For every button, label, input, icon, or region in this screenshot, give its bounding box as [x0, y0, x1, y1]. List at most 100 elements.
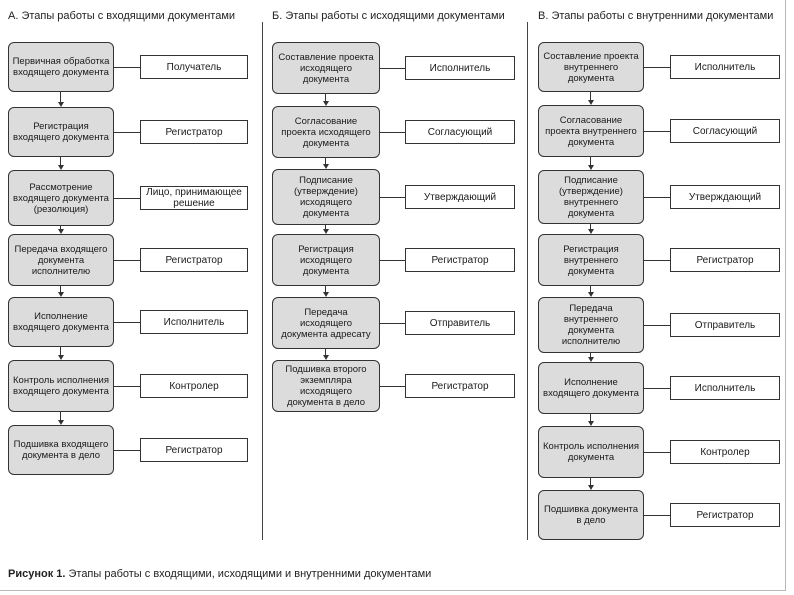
- column-title: В. Этапы работы с внутренними документам…: [538, 10, 774, 22]
- role-box: Отправитель: [670, 313, 780, 337]
- role-connector: [114, 132, 140, 133]
- arrow-shaft: [60, 92, 61, 102]
- arrow-head: [588, 421, 594, 426]
- process-step: Передача входящего документа исполнителю: [8, 234, 114, 286]
- role-box: Утверждающий: [670, 185, 780, 209]
- role-box: Согласующий: [670, 119, 780, 143]
- role-connector: [114, 260, 140, 261]
- role-connector: [644, 515, 670, 516]
- arrow-shaft: [325, 286, 326, 292]
- process-step: Исполнение входящего документа: [538, 362, 644, 414]
- role-connector: [380, 132, 405, 133]
- figure-caption: Рисунок 1. Этапы работы с входящими, исх…: [8, 568, 431, 580]
- arrow-shaft: [325, 225, 326, 229]
- role-connector: [380, 197, 405, 198]
- process-step: Подписание (утверждение) внутреннего док…: [538, 170, 644, 224]
- role-box: Утверждающий: [405, 185, 515, 209]
- process-step: Контроль исполнения входящего документа: [8, 360, 114, 412]
- process-step: Подписание (утверждение) исходящего доку…: [272, 169, 380, 225]
- flow-arrow: [323, 349, 329, 360]
- role-box: Регистратор: [140, 248, 248, 272]
- role-box: Лицо, принимающее решение: [140, 186, 248, 210]
- role-connector: [380, 68, 405, 69]
- arrow-head: [323, 292, 329, 297]
- flow-arrow: [588, 92, 594, 105]
- role-connector: [380, 386, 405, 387]
- frame-bottom-border: [0, 590, 786, 591]
- arrow-shaft: [325, 158, 326, 164]
- arrow-head: [58, 229, 64, 234]
- role-box: Регистратор: [670, 503, 780, 527]
- role-box: Исполнитель: [670, 376, 780, 400]
- arrow-shaft: [325, 94, 326, 101]
- role-box: Регистратор: [405, 248, 515, 272]
- column-title: Б. Этапы работы с исходящими документами: [272, 10, 505, 22]
- process-step: Контроль исполнения документа: [538, 426, 644, 478]
- role-box: Получатель: [140, 55, 248, 79]
- process-step: Согласование проекта внутреннего докумен…: [538, 105, 644, 157]
- flow-arrow: [588, 353, 594, 362]
- arrow-head: [323, 355, 329, 360]
- process-step: Подшивка документа в дело: [538, 490, 644, 540]
- role-connector: [644, 260, 670, 261]
- process-step: Исполнение входящего документа: [8, 297, 114, 347]
- flow-arrow: [323, 225, 329, 234]
- arrow-shaft: [60, 157, 61, 165]
- role-connector: [114, 67, 140, 68]
- arrow-head: [588, 485, 594, 490]
- flow-arrow: [323, 286, 329, 297]
- role-connector: [114, 450, 140, 451]
- arrow-shaft: [60, 286, 61, 292]
- process-step: Регистрация входящего документа: [8, 107, 114, 157]
- process-step: Составление проекта исходящего документа: [272, 42, 380, 94]
- role-box: Регистратор: [140, 438, 248, 462]
- role-box: Исполнитель: [140, 310, 248, 334]
- arrow-head: [58, 420, 64, 425]
- role-connector: [380, 323, 405, 324]
- arrow-shaft: [590, 224, 591, 229]
- process-step: Передача исходящего документа адресату: [272, 297, 380, 349]
- flow-arrow: [588, 157, 594, 170]
- arrow-head: [58, 355, 64, 360]
- arrow-shaft: [590, 286, 591, 292]
- arrow-head: [588, 292, 594, 297]
- process-step: Подшивка второго экземпляра исходящего д…: [272, 360, 380, 412]
- flow-arrow: [323, 158, 329, 169]
- role-box: Контролер: [670, 440, 780, 464]
- process-step: Составление проекта внутреннего документ…: [538, 42, 644, 92]
- role-connector: [380, 260, 405, 261]
- arrow-shaft: [590, 414, 591, 421]
- arrow-shaft: [590, 157, 591, 165]
- arrow-head: [58, 165, 64, 170]
- arrow-shaft: [325, 349, 326, 355]
- arrow-head: [588, 229, 594, 234]
- role-box: Регистратор: [140, 120, 248, 144]
- role-connector: [644, 67, 670, 68]
- flow-arrow: [588, 414, 594, 426]
- role-connector: [114, 198, 140, 199]
- column-separator: [262, 22, 263, 540]
- arrow-head: [588, 100, 594, 105]
- process-step: Первичная обработка входящего документа: [8, 42, 114, 92]
- arrow-shaft: [590, 92, 591, 100]
- role-connector: [644, 325, 670, 326]
- flow-arrow: [323, 94, 329, 106]
- arrow-shaft: [60, 412, 61, 420]
- role-box: Контролер: [140, 374, 248, 398]
- arrow-shaft: [60, 226, 61, 229]
- role-box: Исполнитель: [405, 56, 515, 80]
- process-step: Передача внутреннего документа исполните…: [538, 297, 644, 353]
- process-step: Регистрация внутреннего документа: [538, 234, 644, 286]
- role-box: Исполнитель: [670, 55, 780, 79]
- role-connector: [114, 386, 140, 387]
- column-title: А. Этапы работы с входящими документами: [8, 10, 236, 22]
- arrow-shaft: [590, 353, 591, 357]
- flow-arrow: [58, 286, 64, 297]
- column-separator: [527, 22, 528, 540]
- role-connector: [644, 388, 670, 389]
- role-connector: [114, 322, 140, 323]
- flow-arrow: [588, 478, 594, 490]
- role-box: Согласующий: [405, 120, 515, 144]
- arrow-head: [588, 357, 594, 362]
- frame-right-border: [785, 0, 786, 590]
